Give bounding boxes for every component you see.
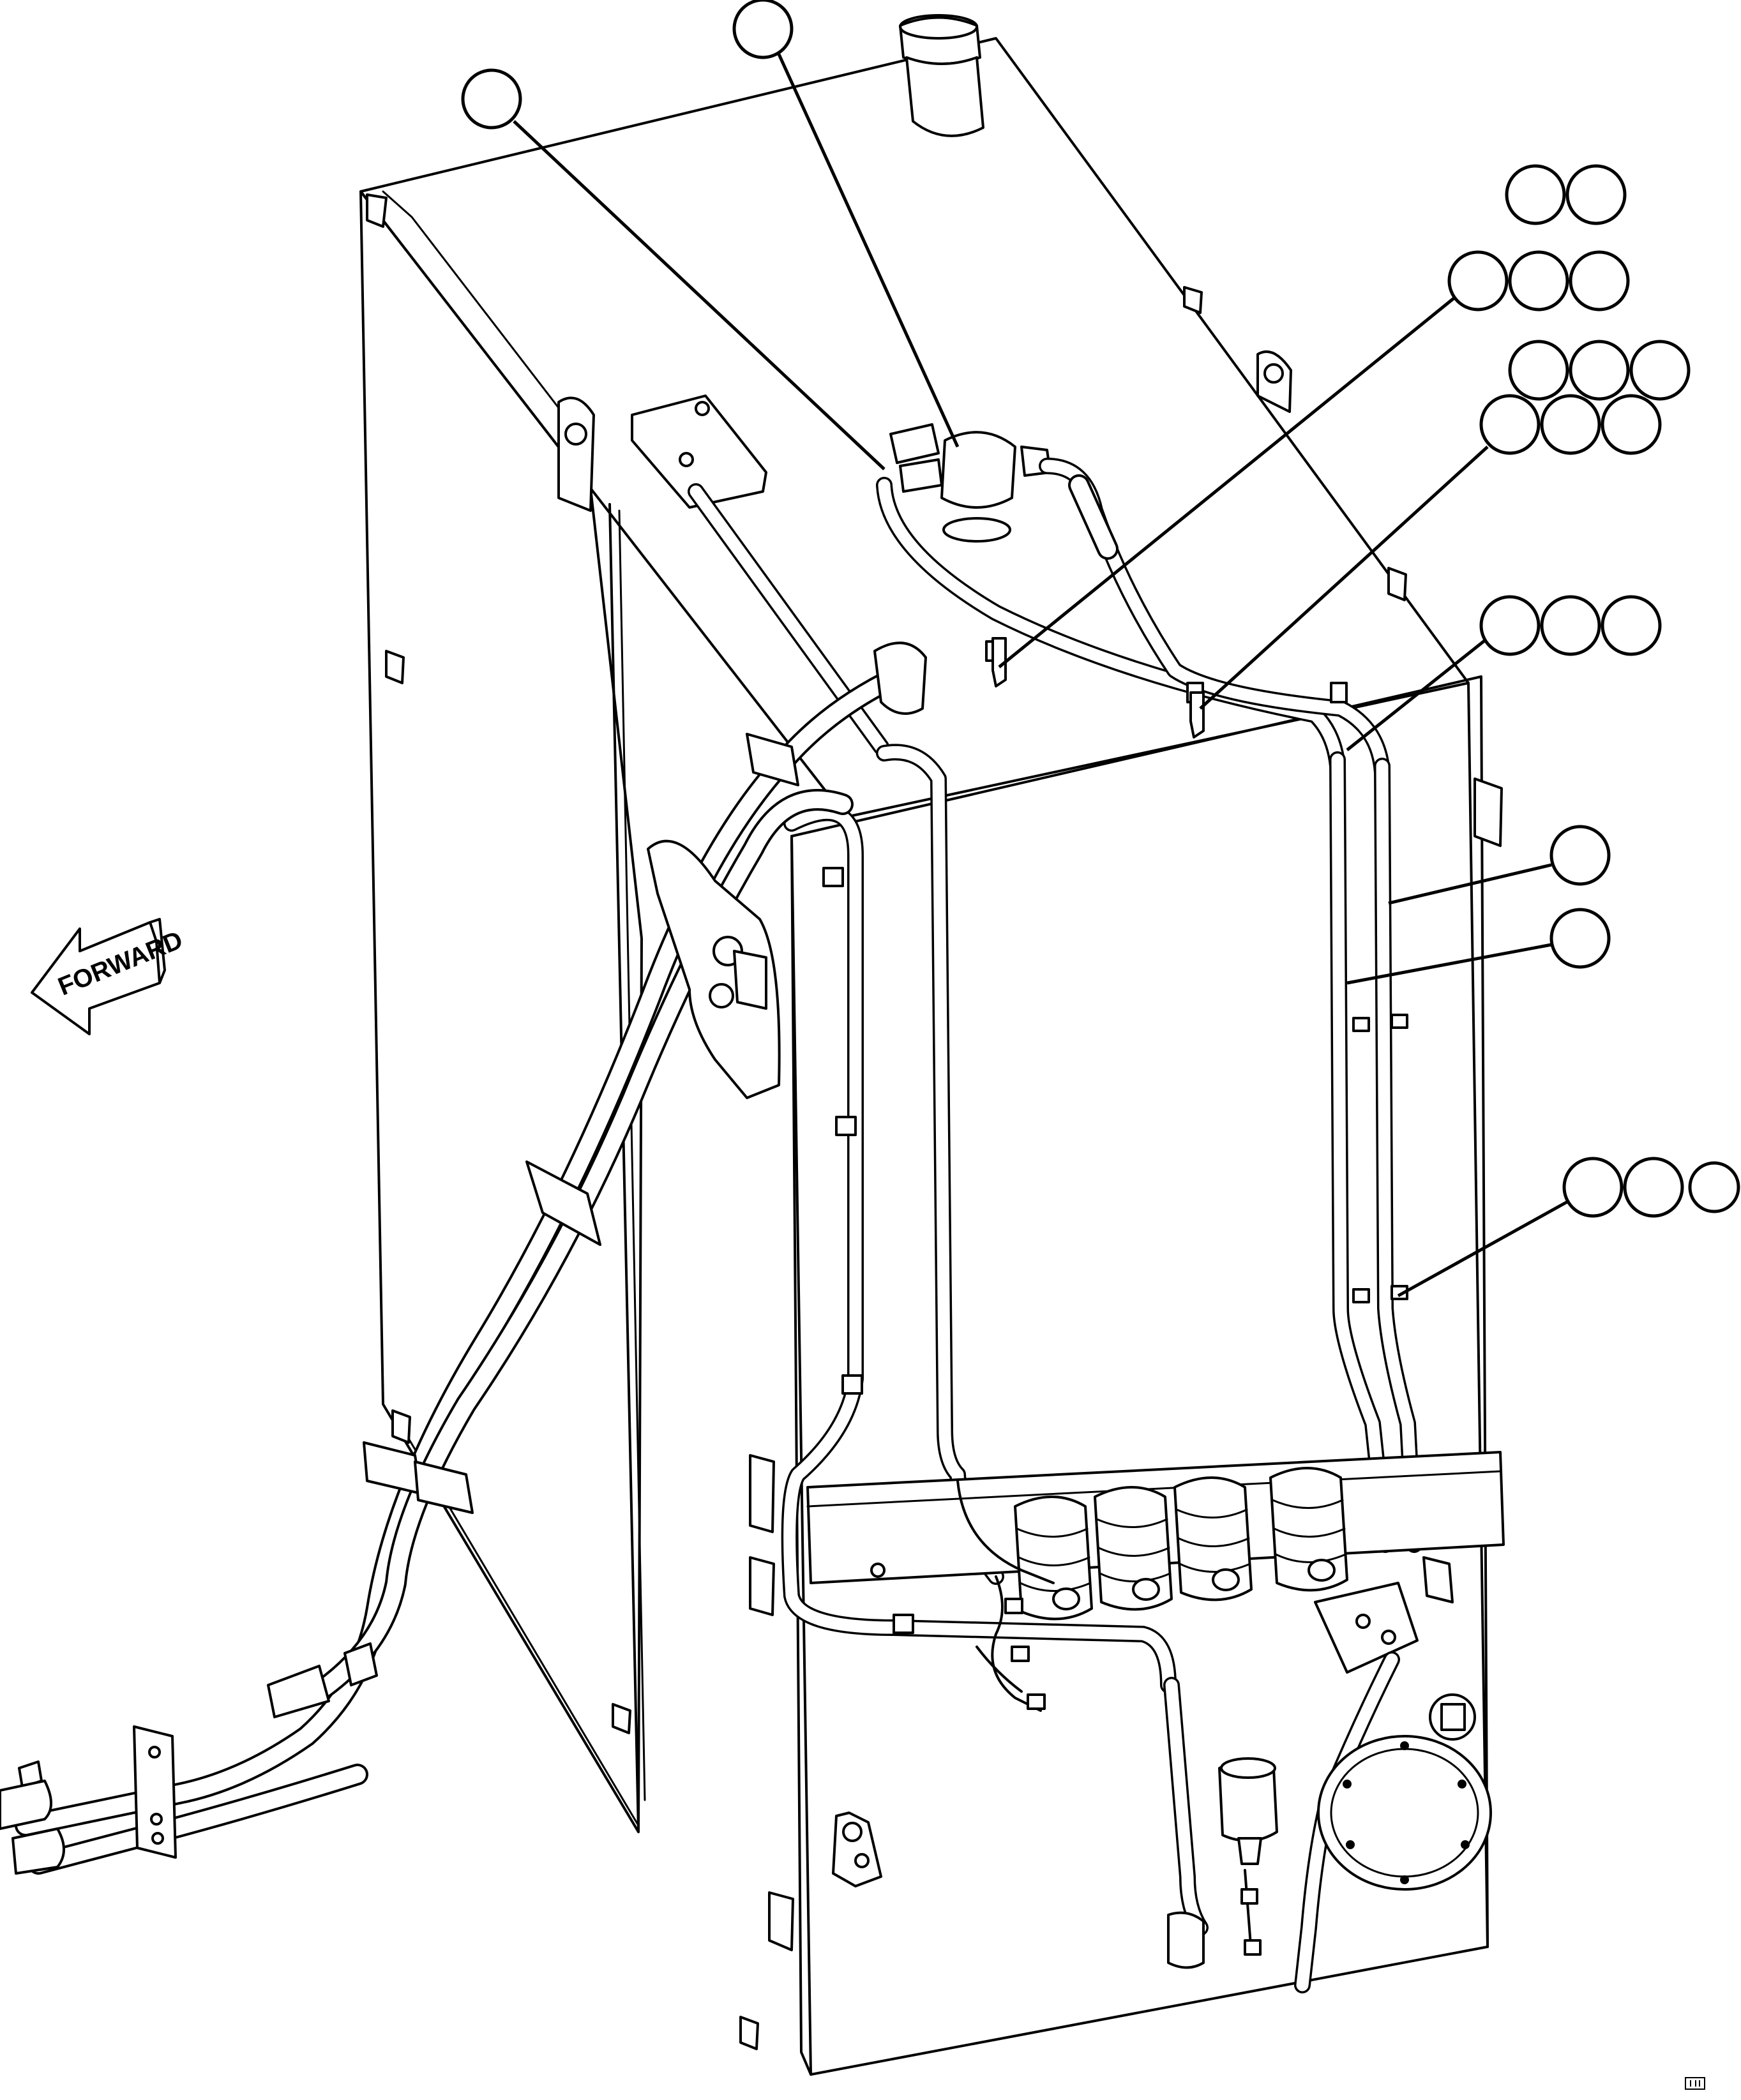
callout-circle bbox=[1569, 250, 1630, 311]
callout-group-clamp-2 bbox=[1199, 340, 1691, 710]
callout-circle bbox=[1540, 394, 1601, 455]
callout-circle bbox=[1569, 340, 1630, 401]
callout-circle bbox=[461, 68, 522, 130]
lifting-lug-left bbox=[557, 396, 595, 512]
bottom-fitting bbox=[1167, 1911, 1205, 1969]
callout-circle bbox=[1540, 595, 1601, 656]
tank-body bbox=[359, 37, 1489, 2076]
callout-circle bbox=[1447, 250, 1509, 311]
side-mount-ear bbox=[647, 839, 781, 1099]
callout-group-clamp-1 bbox=[998, 164, 1630, 668]
callout-circle bbox=[1479, 595, 1541, 656]
callout-circle bbox=[1505, 164, 1566, 225]
mount-bracket bbox=[366, 193, 1503, 2050]
forward-arrow: FORWARD bbox=[31, 918, 186, 1035]
callout-group-tube-right bbox=[1388, 825, 1611, 905]
wiring-harness bbox=[956, 1480, 1262, 1956]
callout-group-tube-left bbox=[1346, 908, 1611, 985]
callout-circle bbox=[1629, 340, 1691, 401]
hose-fittings-left bbox=[0, 1642, 378, 1875]
callout-group-shutoff bbox=[461, 68, 886, 470]
callout-circle bbox=[1508, 340, 1569, 401]
callout-circle bbox=[1601, 595, 1662, 656]
callout-circle bbox=[1508, 250, 1569, 311]
breather-filter bbox=[1218, 1757, 1278, 1865]
callout-circle bbox=[1623, 1157, 1684, 1218]
filter-canister-4 bbox=[1269, 1467, 1348, 1592]
filter-canister-1 bbox=[1014, 1496, 1093, 1621]
corner-mark bbox=[1685, 2077, 1705, 2090]
shutoff-valve bbox=[889, 423, 1051, 543]
hose-clamp-blocks bbox=[133, 733, 799, 1859]
return-lines-top bbox=[876, 458, 1391, 781]
filler-neck bbox=[899, 14, 984, 137]
access-cover bbox=[1317, 1735, 1492, 1891]
callout-group-tube-top bbox=[1346, 595, 1662, 751]
filter-canister-2 bbox=[1094, 1486, 1173, 1611]
tank-front-face bbox=[790, 675, 1489, 2076]
callout-group-valve bbox=[732, 0, 960, 448]
sight-gauge bbox=[1429, 1693, 1476, 1741]
callout-circle bbox=[1549, 908, 1611, 969]
callout-circle bbox=[1549, 825, 1611, 886]
callout-circle bbox=[1688, 1161, 1740, 1213]
callout-circle bbox=[1562, 1157, 1624, 1218]
top-plate bbox=[631, 394, 889, 755]
tank-top-face bbox=[359, 37, 1470, 818]
callout-circle bbox=[1565, 164, 1627, 225]
callout-circle bbox=[1479, 394, 1541, 455]
callout-group-clip bbox=[1397, 1157, 1740, 1298]
hose-clamps-top bbox=[991, 637, 1205, 739]
callout-circle bbox=[732, 0, 794, 59]
filter-canister-3 bbox=[1173, 1476, 1253, 1601]
lifting-lug-right bbox=[1256, 350, 1292, 413]
callout-circle bbox=[1601, 394, 1662, 455]
filter-bracket bbox=[1314, 1556, 1454, 1674]
